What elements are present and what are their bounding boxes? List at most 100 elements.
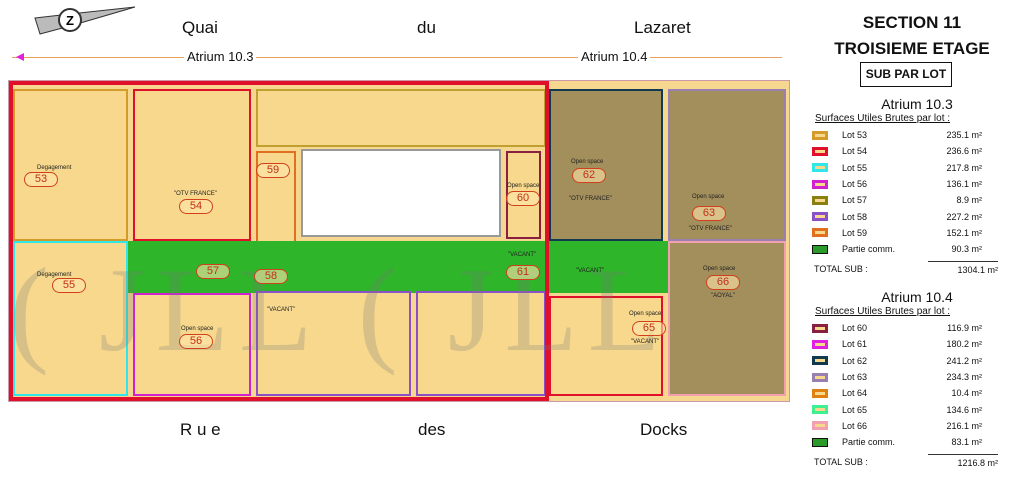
legend-swatch bbox=[812, 228, 828, 238]
legend-swatch bbox=[812, 388, 828, 398]
legend-swatch bbox=[812, 339, 828, 349]
legend-value: 217.8 m² bbox=[946, 162, 982, 173]
legend-label: Lot 59 bbox=[842, 227, 868, 238]
legend-value: 10.4 m² bbox=[951, 388, 982, 399]
legend-value: 234.3 m² bbox=[946, 372, 982, 383]
legend-label: Lot 63 bbox=[842, 372, 868, 383]
legend-row: Lot 59 152.1 m² bbox=[810, 225, 1024, 241]
lot-58-area[interactable] bbox=[256, 291, 411, 396]
legend-swatch bbox=[812, 212, 828, 222]
legend-swatch bbox=[812, 405, 828, 415]
legend-title: Atrium 10.3 bbox=[881, 96, 953, 112]
legend-value: 134.6 m² bbox=[946, 404, 982, 415]
total-label: TOTAL SUB : bbox=[814, 457, 868, 468]
legend-atrium-10-4: Atrium 10.4 Surfaces Utiles Brutes par l… bbox=[810, 289, 1024, 468]
legend-row: Lot 66 216.1 m² bbox=[810, 418, 1024, 434]
compass-letter: Z bbox=[66, 13, 74, 28]
legend-row: Lot 57 8.9 m² bbox=[810, 192, 1024, 208]
dimension-atrium-10-4: Atrium 10.4 bbox=[578, 49, 651, 64]
lot-63-tenant: "OTV FRANCE" bbox=[689, 226, 732, 232]
legend-label: Lot 54 bbox=[842, 146, 868, 157]
legend-value: 227.2 m² bbox=[946, 211, 982, 222]
legend-label: Lot 66 bbox=[842, 420, 868, 431]
legend-value: 216.1 m² bbox=[946, 420, 982, 431]
street-lazaret: Lazaret bbox=[634, 18, 691, 37]
total-label: TOTAL SUB : bbox=[814, 264, 868, 275]
lot-66-area[interactable] bbox=[668, 241, 786, 396]
lot-56-label: 56 bbox=[179, 334, 213, 349]
legend-swatch bbox=[812, 163, 828, 173]
legend-value: 235.1 m² bbox=[946, 130, 982, 141]
lot-64-sublabel: "VACANT" bbox=[576, 268, 605, 274]
legend-atrium-10-3: Atrium 10.3 Surfaces Utiles Brutes par l… bbox=[810, 96, 1024, 275]
lot-58-east-area[interactable] bbox=[416, 291, 546, 396]
legend-swatch bbox=[812, 195, 828, 205]
lot-65-label: 65 bbox=[632, 321, 666, 336]
dimension-atrium-10-3: Atrium 10.3 bbox=[184, 49, 257, 64]
lot-65-sublabel: Open space bbox=[629, 311, 662, 317]
section-title: SECTION 11 bbox=[862, 13, 962, 32]
lot-54-label: 54 bbox=[179, 199, 213, 214]
legend-value: 236.6 m² bbox=[946, 146, 982, 157]
legend-row: Lot 56 136.1 m² bbox=[810, 176, 1024, 192]
legend-row: Partie comm. 90.3 m² bbox=[810, 241, 1024, 257]
legend-row: Lot 58 227.2 m² bbox=[810, 208, 1024, 224]
street-des: des bbox=[418, 420, 446, 439]
lot-65-area[interactable] bbox=[549, 296, 663, 396]
lot-55-area[interactable] bbox=[13, 241, 128, 396]
legend-value: 152.1 m² bbox=[946, 227, 982, 238]
arrow-icon bbox=[12, 53, 24, 61]
street-du: du bbox=[417, 18, 436, 37]
legend-total: TOTAL SUB :1216.8 m² bbox=[810, 454, 1024, 468]
dimension-line bbox=[12, 57, 782, 58]
mode-badge: SUB PAR LOT bbox=[860, 62, 952, 87]
legend-swatch bbox=[812, 179, 828, 189]
legend-value: 90.3 m² bbox=[951, 244, 982, 255]
atrium-10-3-outline bbox=[9, 81, 549, 401]
legend-label: Lot 62 bbox=[842, 355, 868, 366]
legend-label: Lot 61 bbox=[842, 339, 868, 350]
legend-row: Partie comm. 83.1 m² bbox=[810, 434, 1024, 450]
legend-label: Lot 57 bbox=[842, 195, 868, 206]
legend-value: 241.2 m² bbox=[946, 355, 982, 366]
title-block: SECTION 11 TROISIEME ETAGE bbox=[800, 10, 1024, 62]
lot-53-area[interactable] bbox=[13, 89, 128, 241]
legend-swatch bbox=[812, 130, 828, 140]
lot-54-sublabel: "OTV FRANCE" bbox=[174, 191, 217, 197]
legend-row: Lot 61 180.2 m² bbox=[810, 336, 1024, 352]
legend-row: Lot 62 241.2 m² bbox=[810, 353, 1024, 369]
legend-row: Lot 53 235.1 m² bbox=[810, 127, 1024, 143]
legend-row: Lot 64 10.4 m² bbox=[810, 385, 1024, 401]
lot-66-tenant: "AOYAL" bbox=[711, 293, 735, 299]
corridor-offices bbox=[256, 89, 546, 147]
legend-row: Lot 63 234.3 m² bbox=[810, 369, 1024, 385]
legend-swatch bbox=[812, 244, 828, 254]
lot-58-label: 58 bbox=[254, 269, 288, 284]
lot-63-label: 63 bbox=[692, 206, 726, 221]
legend-swatch bbox=[812, 437, 828, 447]
lot-62-tenant: "OTV FRANCE" bbox=[569, 196, 612, 202]
legend-label: Partie comm. bbox=[842, 437, 896, 448]
lot-54-area[interactable] bbox=[133, 89, 251, 241]
lot-63-area[interactable] bbox=[668, 89, 786, 241]
legend-total: TOTAL SUB :1304.1 m² bbox=[810, 261, 1024, 275]
legend-row: Lot 55 217.8 m² bbox=[810, 160, 1024, 176]
lot-66-label: 66 bbox=[706, 275, 740, 290]
legend-swatch bbox=[812, 323, 828, 333]
floor-title: TROISIEME ETAGE bbox=[834, 39, 990, 58]
lot-63-sublabel: Open space bbox=[692, 194, 725, 200]
legend-title: Atrium 10.4 bbox=[881, 289, 953, 305]
lot-59-label: 59 bbox=[256, 163, 290, 178]
lot-62-label: 62 bbox=[572, 168, 606, 183]
street-rue: R u e bbox=[180, 420, 221, 439]
legend-value: 8.9 m² bbox=[956, 195, 982, 206]
lot-62-area[interactable] bbox=[549, 89, 663, 241]
legend-label: Lot 65 bbox=[842, 404, 868, 415]
lot-53-sublabel: Degagement bbox=[37, 165, 72, 171]
legend-value: 136.1 m² bbox=[946, 179, 982, 190]
lot-56-sublabel: Open space bbox=[181, 326, 214, 332]
lot-65-tenant: "VACANT" bbox=[631, 339, 660, 345]
legend-row: Lot 60 116.9 m² bbox=[810, 320, 1024, 336]
legend-swatch bbox=[812, 421, 828, 431]
legend-value: 83.1 m² bbox=[951, 437, 982, 448]
